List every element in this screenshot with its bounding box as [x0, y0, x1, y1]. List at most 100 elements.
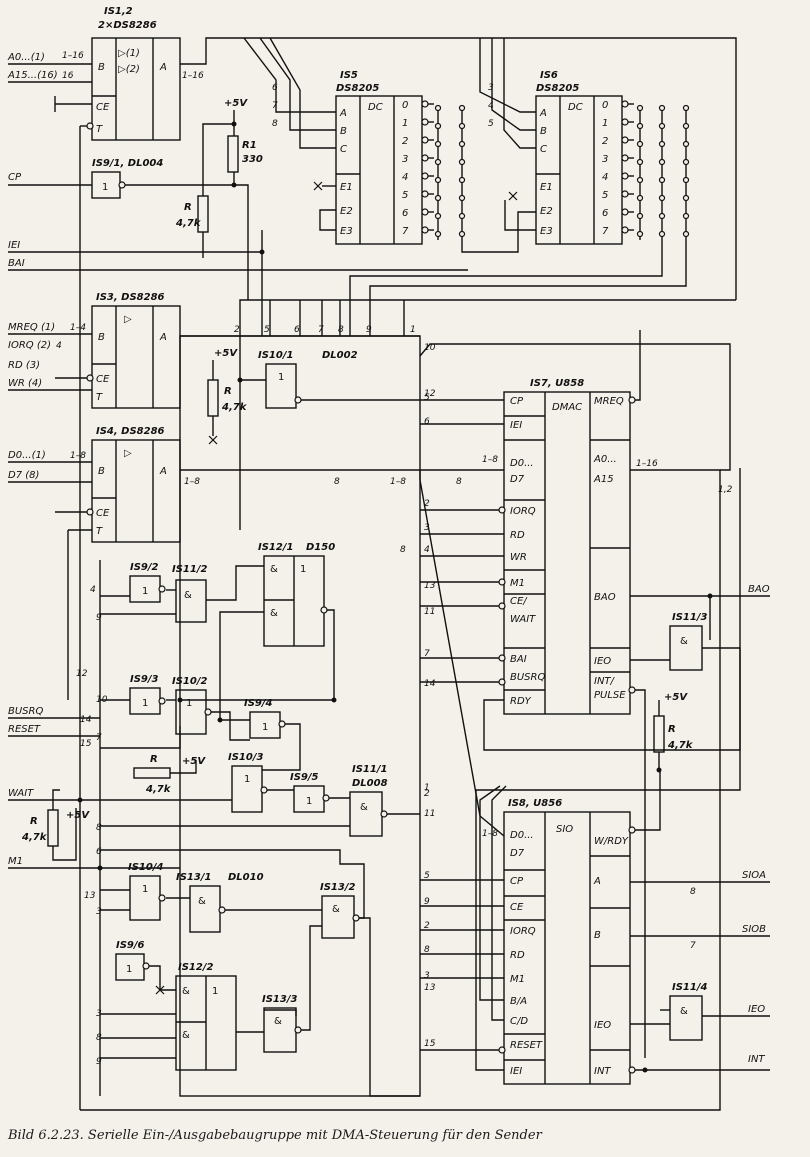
is10-1-type: DL002: [322, 350, 358, 361]
supply-label-4: +5V: [66, 810, 90, 821]
is7-block: DMAC: [552, 402, 582, 413]
is5-output-label-3: 3: [402, 154, 408, 165]
is8-left-pin-5: RD: [510, 950, 525, 961]
is10-4-name: IS10/4: [128, 862, 163, 873]
is6-output-label-6: 6: [602, 208, 608, 219]
figure-caption: Bild 6.2.23. Serielle Ein-/Ausgabebaugru…: [8, 1128, 542, 1143]
right-pin-15: 2: [424, 921, 430, 931]
is5-in-pin-1: 7: [272, 101, 278, 111]
is5-input-label-1: B: [340, 126, 347, 137]
is13-1-name: IS13/1: [176, 872, 211, 883]
is11-3-box: [669, 625, 703, 671]
is4-drv: ▷: [124, 448, 132, 459]
left-pin-8: 6: [96, 847, 102, 857]
is6-input-pin-numbers: 345: [488, 83, 494, 129]
is1-drv1: ▷(1): [118, 48, 140, 59]
bus-label-6: 1–8: [70, 451, 86, 461]
is6-output-label-7: 7: [602, 226, 609, 237]
is8-right-pin-3: IEO: [594, 1020, 611, 1031]
is6-output-label-2: 2: [602, 136, 608, 147]
is3-pin-b: B: [98, 332, 105, 343]
top-pin-1: 5: [264, 325, 270, 335]
is6-input-label-1: B: [540, 126, 547, 137]
sig-int: INT: [748, 1054, 765, 1065]
is12-2-name: IS12/2: [178, 962, 213, 973]
is13-3-fn: &: [274, 1016, 282, 1027]
is7-right-pin-3: BAO: [594, 592, 616, 603]
is8-left-pin-3: CE: [510, 902, 524, 913]
is8-left-pin-8: C/D: [510, 1016, 528, 1027]
is5-name: IS5: [340, 70, 358, 81]
is12-1-fn3: &: [270, 608, 278, 619]
left-pin-0: 4: [90, 585, 96, 595]
right-pin-10: 14: [424, 679, 436, 689]
sig-busrq: BUSRQ: [8, 706, 43, 717]
is11-1-name: IS11/1: [352, 764, 387, 775]
right-pin-16: 8: [424, 945, 430, 955]
bus-label-13: 1–8: [482, 829, 498, 839]
sig-reset: RESET: [8, 724, 41, 735]
is3-pin-ce: CE: [96, 374, 110, 385]
is5-input-label-3: E1: [340, 182, 353, 193]
is7-left-pin-6: WR: [510, 552, 527, 563]
is6-input-label-2: C: [540, 144, 547, 155]
r1-value: 330: [242, 154, 263, 165]
is10-1-box: [265, 363, 297, 409]
is3-drv: ▷: [124, 314, 132, 325]
is4-pin-b: B: [98, 466, 105, 477]
is7-left-pin-7: M1: [510, 578, 525, 589]
sig-d0: D0...(1): [8, 450, 46, 461]
right-pin-7: 13: [424, 581, 436, 591]
supply-label-2: +5V: [214, 348, 238, 359]
top-pin-2: 6: [294, 325, 300, 335]
right-pin-13: 5: [424, 871, 430, 881]
is8-name: IS8, U856: [508, 798, 562, 809]
left-pin-13: 9: [96, 1057, 102, 1067]
right-pin-11: 2: [424, 789, 430, 799]
is4-pin-t: T: [96, 526, 103, 537]
is9-6-fn: 1: [126, 964, 132, 975]
is3-pin-t: T: [96, 392, 103, 403]
is6-output-label-3: 3: [602, 154, 608, 165]
is7-left-pin-10: BAI: [510, 654, 527, 665]
is1-pin-b: B: [98, 62, 105, 73]
right-pin-9: 7: [424, 649, 430, 659]
supply-label-1: +5V: [224, 98, 248, 109]
is5-output-label-1: 1: [402, 118, 408, 129]
is5-output-label-0: 0: [402, 100, 408, 111]
supply-label-5: +5V: [664, 692, 688, 703]
is4-name: IS4, DS8286: [96, 426, 165, 437]
is9-2-name: IS9/2: [130, 562, 159, 573]
top-pin-5: 9: [366, 325, 372, 335]
is7-left-pin-5: RD: [510, 530, 525, 541]
is7-right-pin-2: A15: [593, 474, 614, 485]
control-bus-box: [179, 335, 421, 1097]
is11-2-fn: &: [184, 590, 192, 601]
is12-2-fn1: &: [182, 986, 190, 997]
right-pin-6: 4: [424, 545, 430, 555]
is7-right-pin-1: A0...: [593, 454, 617, 465]
is8-left-pin-10: IEI: [510, 1066, 522, 1077]
bus-label-14: 1–16: [636, 459, 658, 469]
left-pin-4: 14: [80, 715, 92, 725]
is5-in-pin-2: 8: [272, 119, 278, 129]
is8-left-pin-7: B/A: [510, 996, 527, 1007]
is1-name: IS1,2: [104, 6, 133, 17]
bus-label-10: 8: [456, 477, 462, 487]
top-pin-0: 2: [234, 325, 240, 335]
is11-2-name: IS11/2: [172, 564, 207, 575]
is8-right-pin-4: INT: [594, 1066, 611, 1077]
is11-1-fn: &: [360, 802, 368, 813]
top-pin-4: 8: [338, 325, 344, 335]
is8-left-pin-2: CP: [510, 876, 524, 887]
is9-5-name: IS9/5: [290, 772, 319, 783]
is6-output-label-0: 0: [602, 100, 608, 111]
is7-right-pin-4: IEO: [594, 656, 611, 667]
is7-box: [503, 391, 631, 715]
r-wait-value: 4,7k: [145, 784, 172, 795]
